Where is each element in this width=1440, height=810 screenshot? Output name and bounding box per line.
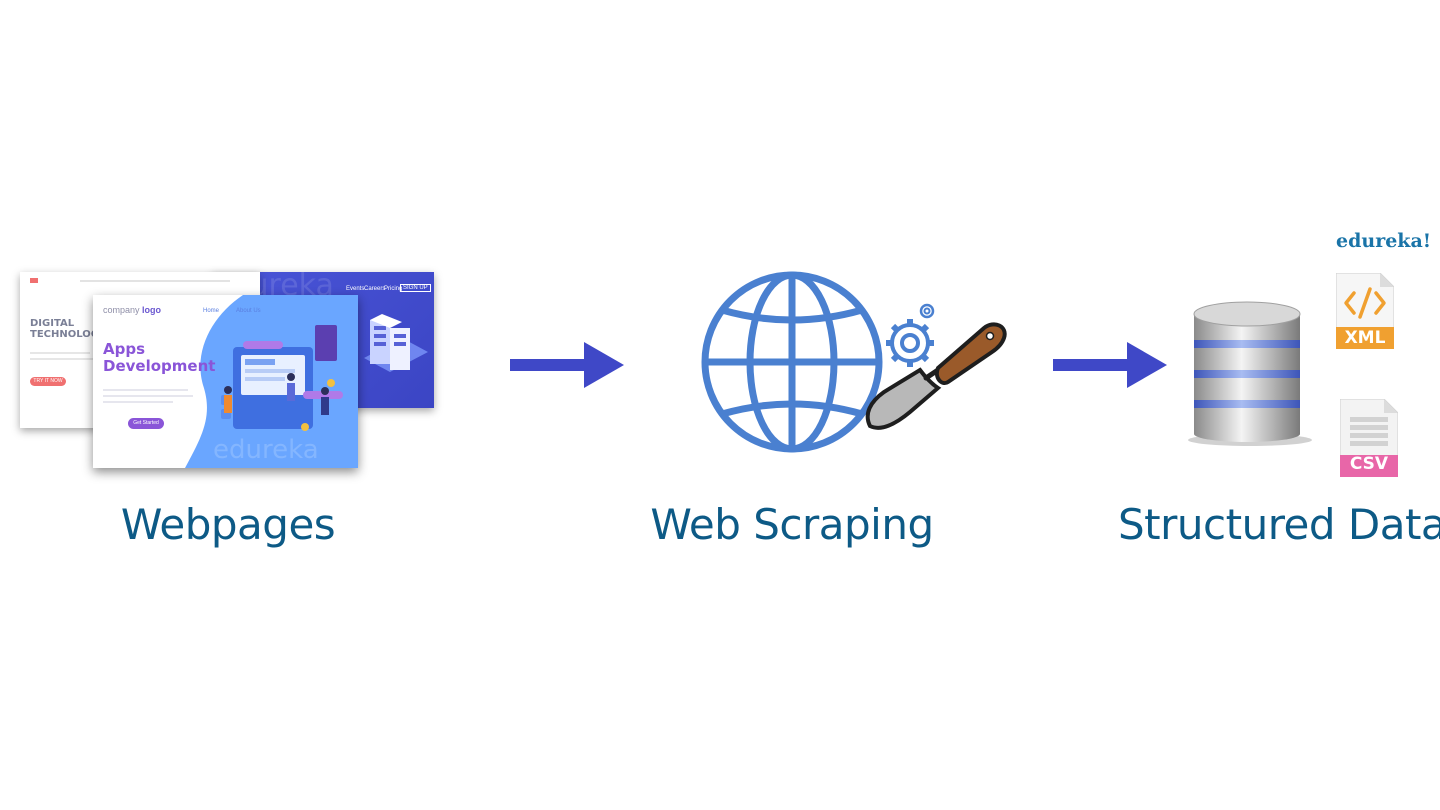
gear-icon <box>886 303 935 367</box>
back-nav <box>80 280 230 282</box>
back-try-button: TRY IT NOW <box>30 377 66 386</box>
scraper-tool-icon <box>865 322 1007 430</box>
front-text-line <box>103 389 188 391</box>
code-icon <box>1336 273 1394 349</box>
front-text-line <box>103 401 173 403</box>
xml-label: XML <box>1344 328 1386 348</box>
front-headline: Apps Development <box>103 341 215 375</box>
caption-web-scraping: Web Scraping <box>650 500 934 549</box>
arrow-right-icon <box>510 342 624 388</box>
arrow-right-icon <box>1053 342 1167 388</box>
front-nav-home: Home <box>203 308 220 314</box>
caption-structured-data: Structured Data <box>1118 500 1440 549</box>
app-illustration <box>221 325 343 431</box>
back-text-line <box>30 352 90 354</box>
front-logo: company logo <box>103 305 161 315</box>
globe-icon <box>701 271 883 453</box>
server-illustration <box>364 314 428 372</box>
caption-webpages: Webpages <box>120 500 336 549</box>
front-get-started-button: Get Started <box>128 418 164 429</box>
front-logo-prefix: company <box>103 305 140 315</box>
back-logo <box>30 278 38 283</box>
front-nav-about: About Us <box>236 308 261 314</box>
right-signup-button: SIGN UP <box>400 284 431 292</box>
front-text-line <box>103 395 193 397</box>
table-icon <box>1340 399 1398 477</box>
back-text-line <box>30 358 100 360</box>
front-watermark: edureka <box>213 435 319 465</box>
webpage-mockup-front: company logo Home About Us Apps Developm… <box>93 295 358 468</box>
front-headline-line1: Apps <box>103 340 146 358</box>
csv-file-icon: CSV <box>1340 399 1398 477</box>
xml-file-icon: XML <box>1336 273 1394 349</box>
database-icon <box>1188 301 1312 446</box>
right-nav-events: Events <box>346 286 365 292</box>
brand-logo: edureka! <box>1336 230 1432 252</box>
back-heading: DIGITAL TECHNOLOGY <box>30 318 106 340</box>
right-nav-careers: Careers <box>364 286 386 292</box>
front-logo-word: logo <box>142 305 162 315</box>
front-headline-line2: Development <box>103 357 216 375</box>
csv-label: CSV <box>1349 454 1389 474</box>
right-nav-pricing: Pricing <box>384 286 403 292</box>
